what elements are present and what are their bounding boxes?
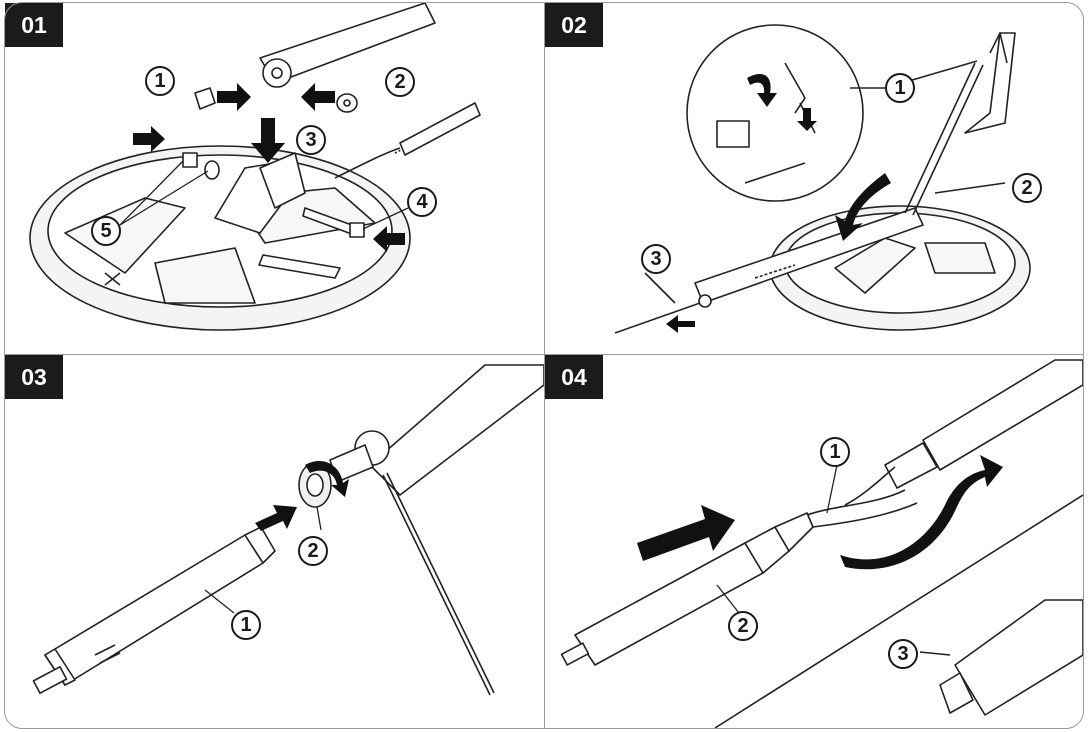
step-04-arrows bbox=[637, 455, 1003, 570]
step-02-arrows bbox=[666, 73, 891, 333]
arrow-left-bolt bbox=[373, 226, 405, 252]
callout-2: 2 bbox=[385, 67, 415, 97]
callout-3: 3 bbox=[888, 639, 918, 669]
callout-1: 1 bbox=[885, 73, 915, 103]
arrow-detail-small bbox=[797, 108, 817, 131]
panel-step-04: 04 1 2 3 bbox=[545, 355, 1083, 728]
arrow-left-small bbox=[666, 315, 695, 333]
arrow-down bbox=[251, 118, 285, 163]
step-number-badge: 01 bbox=[5, 3, 63, 47]
callout-1: 1 bbox=[231, 610, 261, 640]
panel-step-02: 02 1 2 3 bbox=[545, 3, 1083, 354]
arrow-right bbox=[217, 83, 251, 111]
arrow-right-small bbox=[133, 126, 165, 152]
callout-1: 1 bbox=[820, 437, 850, 467]
callout-3: 3 bbox=[641, 244, 671, 274]
step-number-badge: 04 bbox=[545, 355, 603, 399]
inset-divider bbox=[714, 494, 1083, 728]
step-number-badge: 03 bbox=[5, 355, 63, 399]
step-02-illustration bbox=[614, 24, 1031, 334]
step-04-illustration bbox=[560, 359, 1083, 728]
panel-divider-vertical bbox=[544, 2, 545, 729]
arrow-rotate bbox=[305, 461, 349, 497]
step-01-arrows bbox=[133, 83, 405, 252]
panel-step-03: 03 1 2 bbox=[5, 355, 544, 728]
callout-3: 3 bbox=[296, 125, 326, 155]
detail-magnifier bbox=[686, 24, 864, 202]
callout-5: 5 bbox=[91, 216, 121, 246]
arrow-right-push bbox=[637, 505, 735, 561]
callout-4: 4 bbox=[407, 187, 437, 217]
callout-1: 1 bbox=[145, 66, 175, 96]
arrow-curve-up bbox=[840, 455, 1003, 570]
arrow-right-insert bbox=[255, 505, 297, 531]
callout-2: 2 bbox=[1012, 173, 1042, 203]
step-01-illustration bbox=[29, 3, 481, 331]
step-03-illustration bbox=[32, 364, 544, 696]
step-03-arrows bbox=[255, 461, 349, 531]
arrow-detail-down bbox=[747, 73, 777, 107]
arrow-left bbox=[301, 83, 335, 111]
panel-divider-horizontal bbox=[4, 354, 1084, 355]
callout-2: 2 bbox=[298, 536, 328, 566]
step-number-badge: 02 bbox=[545, 3, 603, 47]
callout-2: 2 bbox=[728, 611, 758, 641]
arrow-curve-down bbox=[835, 173, 891, 241]
panel-step-01: 01 1 2 3 4 5 bbox=[5, 3, 544, 354]
